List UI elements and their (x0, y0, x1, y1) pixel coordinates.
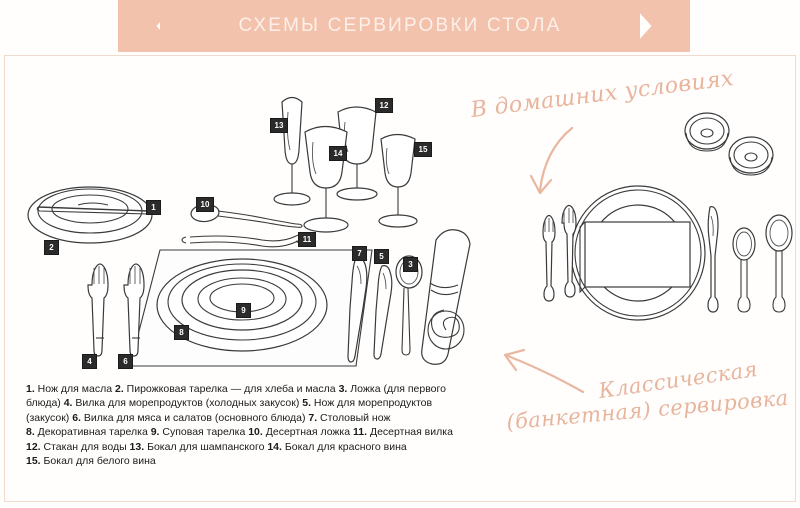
legend-text: Вилка для мяса и салатов (основного блюд… (80, 411, 309, 424)
marker-5: 5 (374, 249, 389, 264)
home-fork-outer (542, 214, 556, 302)
legend-number: 2. (114, 383, 124, 395)
legend-number: 4. (63, 397, 73, 410)
home-fork-inner (561, 204, 577, 298)
legend-number: 7. (308, 411, 318, 424)
marker-3: 3 (403, 257, 418, 272)
legend-number: 9. (150, 426, 160, 439)
legend-text: Нож для масла (34, 383, 115, 395)
marker-8: 8 (174, 325, 189, 340)
marker-1: 1 (146, 200, 161, 215)
legend-text: Ложка (для первого (347, 383, 446, 395)
legend-number: 1. (26, 383, 35, 395)
legend-text: Бокал для красного вина (281, 440, 407, 453)
legend-line: 8. Декоративная тарелка 9. Суповая тарел… (26, 425, 478, 439)
title-banner: СХЕМЫ СЕРВИРОВКИ СТОЛА (0, 0, 800, 62)
legend-number: 5. (302, 397, 312, 410)
legend-number: 13. (129, 440, 145, 453)
legend-text: Суповая тарелка (159, 426, 249, 439)
legend-number: 8. (26, 426, 35, 439)
marker-15: 15 (414, 142, 432, 157)
red-wine-glass (303, 125, 349, 233)
legend-number: 12. (26, 440, 41, 453)
legend-number: 6. (72, 411, 81, 424)
soup-plate (181, 269, 303, 331)
legend-number: 15. (26, 455, 41, 468)
folded-napkin (579, 221, 691, 294)
curved-arrow-down-icon (529, 126, 574, 195)
legend-text: Стакан для воды (40, 440, 130, 453)
legend-text: (закусок) (26, 411, 73, 424)
legend-text: Столовый нож (317, 411, 391, 424)
cup-1 (684, 112, 730, 152)
legend-number: 3. (338, 383, 348, 395)
legend-text: Десертная вилка (367, 426, 453, 439)
marker-9: 9 (236, 303, 251, 318)
legend-text: Бокал для шампанского (144, 440, 268, 453)
marker-4: 4 (82, 354, 97, 369)
curved-arrow-left-icon (503, 348, 585, 394)
dinner-knife (347, 257, 368, 363)
legend-number: 14. (267, 440, 282, 453)
home-teaspoon (732, 227, 756, 313)
marker-12: 12 (375, 98, 393, 113)
marker-6: 6 (118, 354, 133, 369)
marker-7: 7 (352, 246, 367, 261)
marker-10: 10 (196, 197, 214, 212)
legend-line: 1. Нож для масла 2. Пирожковая тарелка —… (26, 382, 478, 396)
champagne-flute (273, 96, 311, 206)
rolled-napkin (421, 229, 471, 365)
marker-13: 13 (270, 118, 288, 133)
marker-11: 11 (298, 232, 316, 247)
legend-text: Нож для морепродуктов (311, 397, 433, 410)
page-title: СХЕМЫ СЕРВИРОВКИ СТОЛА (238, 15, 562, 36)
marker-14: 14 (329, 146, 347, 161)
seafood-fork (87, 263, 109, 357)
legend-text: Декоративная тарелка (34, 426, 151, 439)
water-glass (336, 106, 378, 201)
home-tablespoon (765, 214, 793, 313)
dessert-fork (181, 233, 308, 248)
legend-line: 12. Стакан для воды 13. Бокал для шампан… (26, 440, 478, 454)
legend-text: блюда) (26, 397, 64, 410)
home-dinner-knife (707, 206, 719, 313)
legend-text: Пирожковая тарелка — для хлеба и масла (123, 383, 339, 395)
legend-number: 11. (353, 426, 368, 439)
legend-text: Вилка для морепродуктов (холодных закусо… (72, 397, 303, 410)
legend-list: 1. Нож для масла 2. Пирожковая тарелка —… (26, 382, 478, 468)
bread-plate-group (27, 186, 153, 244)
meat-salad-fork (123, 263, 145, 357)
banner-body (160, 0, 640, 52)
legend-number: 10. (248, 426, 263, 439)
legend-text: Десертная ложка (262, 426, 354, 439)
legend-line: блюда) 4. Вилка для морепродуктов (холод… (26, 396, 478, 410)
legend-line: 15. Бокал для белого вина (26, 454, 478, 468)
legend-text: Бокал для белого вина (40, 455, 156, 468)
legend-line: (закусок) 6. Вилка для мяса и салатов (о… (26, 411, 478, 425)
marker-2: 2 (44, 240, 59, 255)
white-wine-glass (378, 133, 418, 228)
cup-2 (728, 136, 774, 176)
seafood-knife (373, 265, 393, 360)
